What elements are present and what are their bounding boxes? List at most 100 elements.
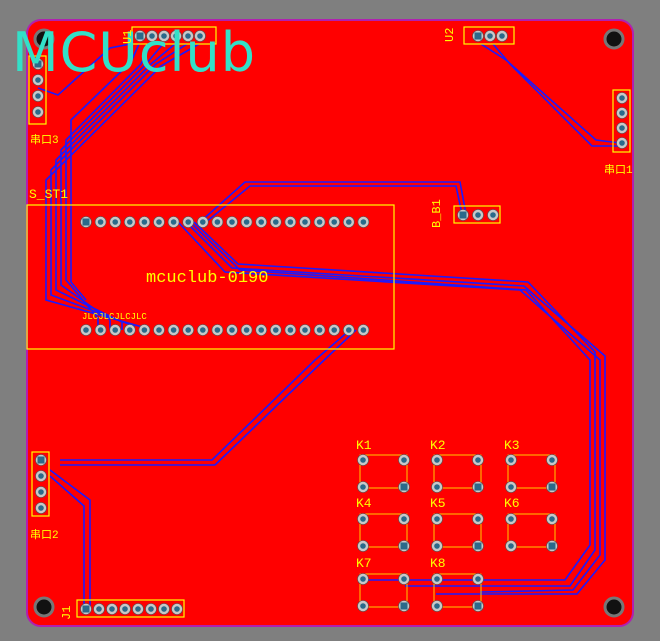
switch-pin-hole [549,516,555,522]
key-label-k8: K8 [430,556,446,571]
switch-pin-hole [434,603,440,609]
switch-pin-hole [474,542,482,550]
mcu-pin-hole [360,219,367,225]
mcu-pin-hole [346,327,352,333]
mcu-pin-hole [243,327,250,333]
header-pin-hole [619,140,625,146]
uart2-header [31,451,50,517]
switch-pin-hole [360,516,366,522]
header-pin-hole [38,489,44,495]
header-pin-hole [135,606,141,612]
mcu-module-outline [26,204,395,350]
header-pin-hole [96,606,102,612]
switch-pin-hole [434,576,440,582]
uart1-label: 串口1 [604,165,633,177]
board-id-label: mcuclub-0190 [146,269,269,288]
key-label-k7: K7 [356,556,372,571]
header-pin-hole [197,33,203,39]
header-pin-hole [619,125,625,131]
switch-pin-hole [360,603,366,609]
j1-header [76,599,185,618]
mcu-pin-hole [302,219,308,225]
mcu-pin-hole [112,327,118,333]
mcu-pin-hole [97,219,104,225]
header-pin-hole [459,211,467,219]
header-pin-hole [619,95,625,101]
switch-pin-hole [474,483,482,491]
mcu-pin-hole [316,327,323,333]
switch-pin-hole [508,457,514,463]
key-label-k1: K1 [356,438,372,453]
mcu-pin-hole [170,327,177,333]
header-pin-hole [82,605,90,613]
switch-pin-hole [360,543,366,549]
switch-pin-hole [360,457,366,463]
mcu-pin-hole [360,327,367,333]
header-pin-hole [136,32,144,40]
header-pin-hole [35,77,41,83]
mcu-pin-hole [83,327,89,333]
key-label-k3: K3 [504,438,520,453]
mcu-pin-hole [141,219,148,225]
switch-pin-hole [434,484,440,490]
switch-outline [433,454,482,489]
switch-pin-hole [508,516,514,522]
switch-outline [359,454,408,489]
switch-pin-hole [401,516,407,522]
mcu-pin-hole [287,219,294,225]
header-pin-hole [148,606,154,612]
switch-pin-hole [400,542,408,550]
board-outline [26,19,634,627]
mcu-pin-hole [229,219,235,225]
mcu-pin-hole [185,219,191,225]
traces [37,43,621,610]
header-pin-hole [38,505,44,511]
key-label-k6: K6 [504,496,520,511]
header-pin-hole [619,110,625,116]
switch-pin-hole [360,484,366,490]
mcu-pin-hole [200,327,206,333]
mcu-pin-hole [185,327,191,333]
mcu-pin-hole [170,219,177,225]
header-pin-hole [499,33,505,39]
u2-header [463,26,515,45]
switch-pin-hole [434,543,440,549]
switch-pin-hole [548,483,556,491]
switch-pin-hole [360,576,366,582]
mcu-bottom-pin-row [80,324,370,336]
switch-pin-hole [508,543,514,549]
header-pin-hole [109,606,115,612]
header-pin-hole [490,212,496,218]
mcu-pin-hole [273,327,279,333]
header-pin-hole [161,33,167,39]
switch-pin-hole [434,516,440,522]
switch-pin-hole [400,602,408,610]
j1-label: J1 [60,605,74,620]
mcu-pin-hole [229,327,235,333]
switch-pin-hole [548,542,556,550]
switch-pin-hole [475,576,481,582]
switch-outline [433,573,482,608]
mcu-pin-hole [258,327,265,333]
mcu-pin-hole [112,219,118,225]
mcu-pin-hole [82,218,90,226]
switch-pin-hole [401,457,407,463]
uart3-label: 串口3 [30,135,59,147]
u1-header [131,26,217,45]
switch-pin-hole [434,457,440,463]
header-pin-hole [474,32,482,40]
switch-outline [507,513,556,548]
buzzer-label: B_B1 [430,199,444,228]
mounting-holes [33,28,625,618]
mcu-pin-hole [127,219,133,225]
mcu-pin-hole [331,327,338,333]
header-pin-hole [173,33,179,39]
header-pin-hole [149,33,155,39]
uart3-header [28,55,47,125]
u2-label: U2 [443,27,457,42]
switch-pin-hole [401,576,407,582]
header-pin-hole [161,606,167,612]
switch-outline [359,573,408,608]
mcu-pin-hole [97,327,104,333]
